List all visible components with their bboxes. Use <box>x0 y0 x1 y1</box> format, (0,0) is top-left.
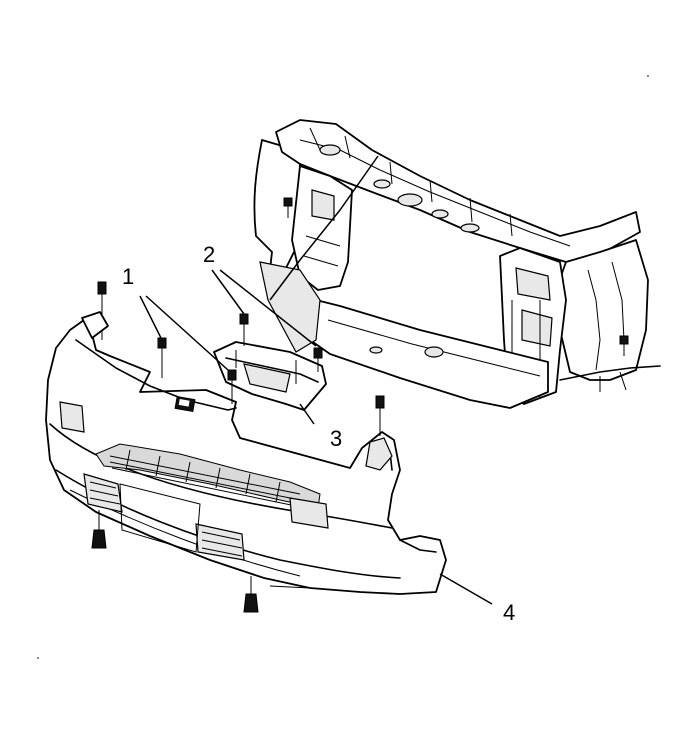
callout-4: 4 <box>503 600 515 625</box>
push-pin-icon <box>239 313 249 346</box>
push-pin-icon <box>227 369 237 404</box>
push-pin-icon <box>91 510 107 549</box>
front-end-structure <box>253 119 661 409</box>
callout-leaders <box>139 269 493 605</box>
push-pin-icon <box>97 281 107 340</box>
push-pin-icon <box>243 576 259 613</box>
push-pin-icon <box>157 337 167 378</box>
grille-mesh <box>109 449 301 507</box>
lower-grille-right <box>195 523 245 561</box>
fasteners <box>81 281 385 613</box>
front-fascia <box>45 319 447 595</box>
push-pin-icon <box>375 395 385 436</box>
callout-3: 3 <box>330 426 342 451</box>
callout-2: 2 <box>203 242 215 267</box>
fascia-upper-bracket <box>213 341 327 411</box>
lower-grille-left <box>83 473 123 513</box>
callout-1: 1 <box>122 264 134 289</box>
push-pin-icon <box>313 347 323 372</box>
